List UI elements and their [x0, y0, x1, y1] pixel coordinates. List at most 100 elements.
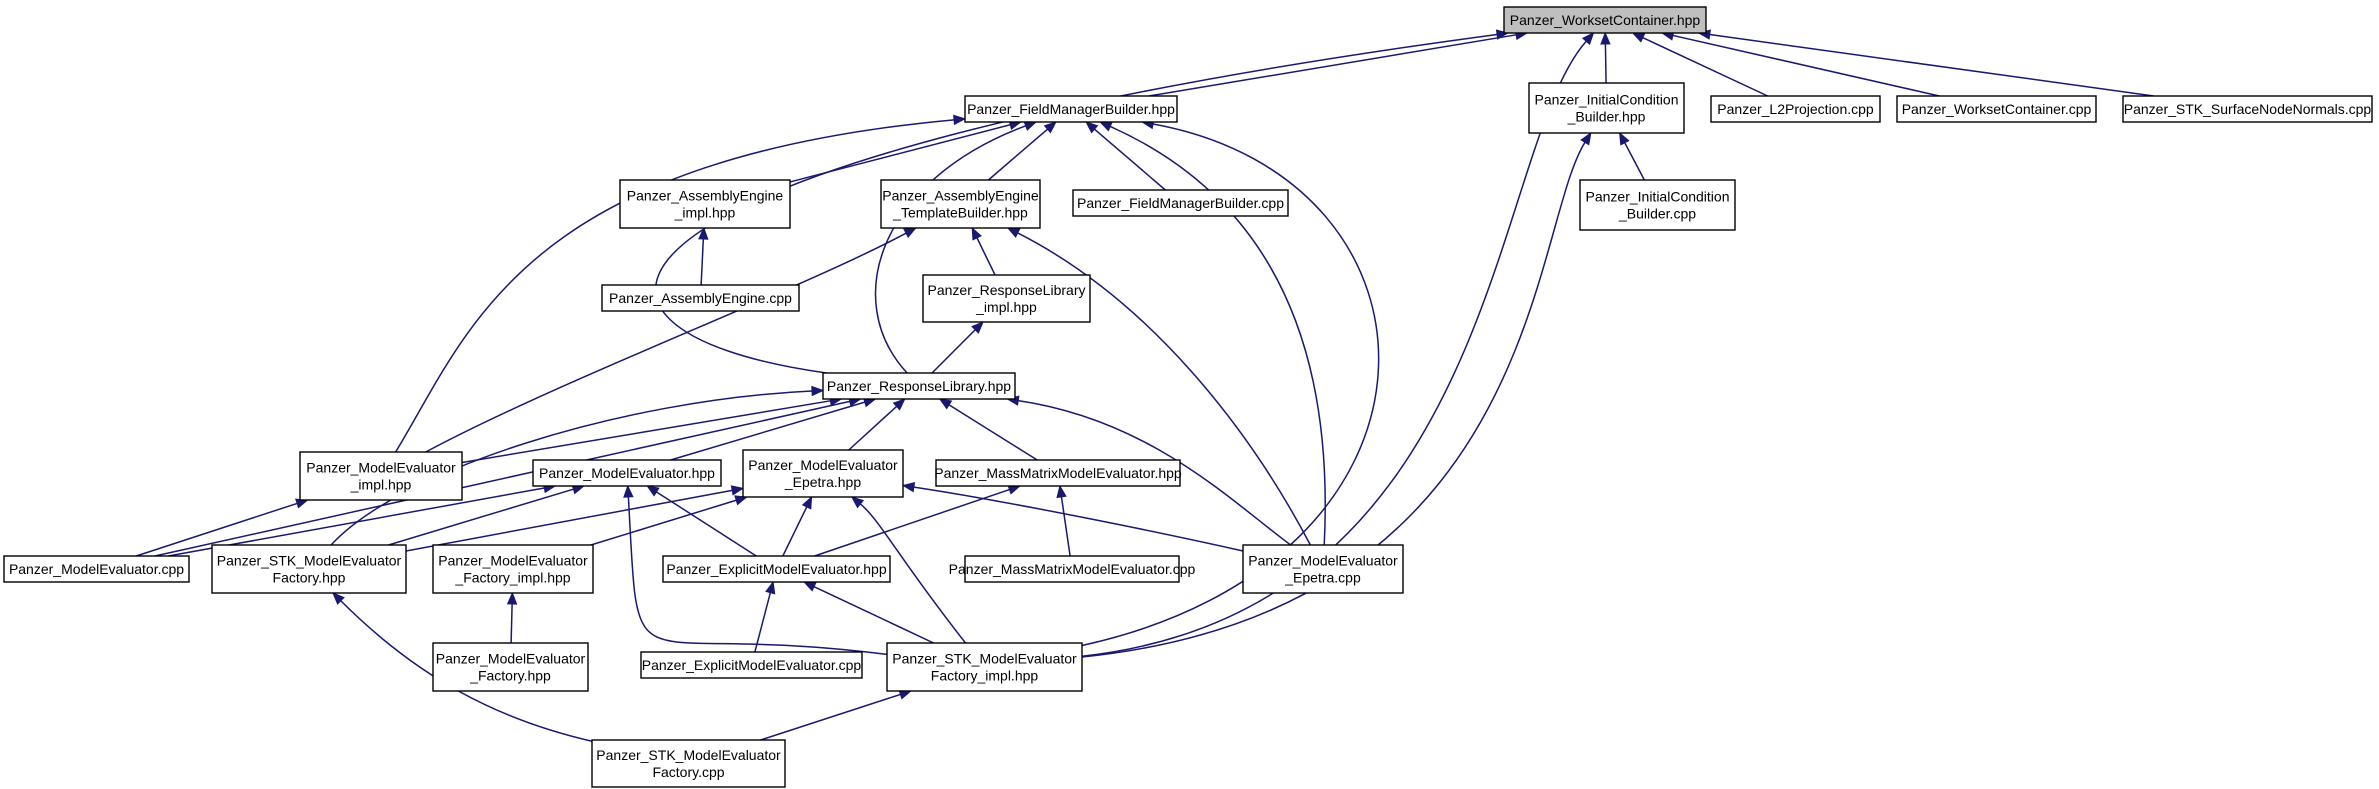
edge-line — [388, 488, 574, 546]
edge-stk_mefi_hpp-to-me_hpp — [623, 484, 888, 656]
node-box — [1503, 6, 1707, 34]
node-me-f-hpp[interactable]: Panzer_ModelEvaluator_Factory.hpp — [432, 642, 589, 692]
node-label: Panzer_ModelEvaluator — [436, 651, 586, 667]
node-rl-hpp[interactable]: Panzer_ResponseLibrary.hpp — [822, 372, 1016, 400]
edge-line — [510, 603, 513, 644]
node-label: Panzer_ModelEvaluator — [1248, 553, 1398, 569]
node-label: Panzer_WorksetContainer.cpp — [1902, 101, 2092, 117]
edge-stk_mefi_hpp-to-me_ep_hpp — [850, 496, 967, 644]
node-ae-cpp[interactable]: Panzer_AssemblyEngine.cpp — [601, 284, 800, 312]
node-wc-cpp[interactable]: Panzer_WorksetContainer.cpp — [1896, 95, 2097, 123]
node-eme-hpp[interactable]: Panzer_ExplicitModelEvaluator.hpp — [662, 555, 891, 583]
node-label: Factory.hpp — [273, 570, 346, 586]
edge-arrowhead — [1098, 121, 1113, 132]
node-box — [922, 274, 1091, 323]
node-box — [432, 544, 594, 594]
node-box — [662, 555, 891, 583]
node-label: Panzer_ResponseLibrary — [928, 282, 1086, 298]
edge-line — [590, 499, 737, 546]
edge-rl_impl_hpp-to-ae_tb_hpp — [971, 226, 996, 276]
edge-arrowhead — [734, 495, 748, 506]
node-l2p-cpp[interactable]: Panzer_L2Projection.cpp — [1710, 95, 1881, 123]
edge-rl_hpp-to-wc_hpp — [654, 29, 1510, 374]
node-label: Panzer_L2Projection.cpp — [1717, 101, 1874, 117]
edge-line — [330, 390, 813, 546]
node-label: _Epetra.hpp — [784, 474, 861, 490]
node-me-fimpl-hpp[interactable]: Panzer_ModelEvaluator_Factory_impl.hpp — [432, 544, 594, 594]
edge-me_ep_hpp-to-rl_hpp — [848, 398, 906, 451]
edge-stk_mef_cpp-to-stk_mef_hpp — [332, 592, 593, 742]
node-label: Panzer_MassMatrixModelEvaluator.hpp — [934, 465, 1182, 481]
node-label: Panzer_ExplicitModelEvaluator.cpp — [642, 657, 862, 673]
edge-stk_snn_cpp-to-wc_hpp — [1697, 29, 2154, 97]
edge-line — [461, 400, 831, 464]
node-box — [591, 739, 786, 788]
edge-line — [700, 238, 705, 286]
node-me-hpp[interactable]: Panzer_ModelEvaluator.hpp — [532, 459, 722, 487]
node-me-cpp[interactable]: Panzer_ModelEvaluator.cpp — [3, 555, 190, 583]
node-wc-hpp[interactable]: Panzer_WorksetContainer.hpp — [1503, 6, 1707, 34]
edge-ae_impl_hpp-to-fmb_hpp — [789, 119, 1023, 183]
edge-line — [987, 128, 1049, 181]
node-label: Panzer_STK_ModelEvaluator — [596, 747, 781, 763]
edge-eme_hpp-to-me_ep_hpp — [782, 495, 813, 557]
edge-stk_mefi_hpp-to-icb_hpp — [1081, 131, 1592, 658]
node-label: Panzer_InitialCondition — [1535, 92, 1679, 108]
edge-ae_cpp-to-ae_impl_hpp — [698, 226, 709, 286]
node-box — [742, 449, 904, 498]
node-label: Panzer_MassMatrixModelEvaluator.cpp — [949, 561, 1196, 577]
node-label: Panzer_ModelEvaluator — [306, 460, 456, 476]
edge-stk_mef_hpp-to-rl_hpp — [330, 385, 825, 546]
edge-arrowhead — [1043, 121, 1057, 134]
edge-me_impl_hpp-to-fmb_hpp — [394, 114, 967, 453]
node-label: _Builder.cpp — [1618, 206, 1696, 222]
node-ae-tb-hpp[interactable]: Panzer_AssemblyEngine_TemplateBuilder.hp… — [880, 179, 1041, 229]
node-rl-impl-hpp[interactable]: Panzer_ResponseLibrary_impl.hpp — [922, 274, 1091, 323]
node-label: Panzer_STK_SurfaceNodeNormals.cpp — [2124, 101, 2372, 117]
edge-line — [859, 503, 967, 644]
node-icb-hpp[interactable]: Panzer_InitialCondition_Builder.hpp — [1528, 82, 1685, 134]
edge-line — [848, 405, 898, 451]
edge-line — [782, 506, 808, 557]
edge-layer — [136, 29, 2154, 742]
node-fmb-cpp[interactable]: Panzer_FieldManagerBuilder.cpp — [1072, 189, 1289, 217]
node-label: Panzer_InitialCondition — [1586, 189, 1730, 205]
edge-ae_tb_hpp-to-fmb_hpp — [987, 121, 1057, 181]
node-label: _TemplateBuilder.hpp — [892, 205, 1028, 221]
node-ae-impl-hpp[interactable]: Panzer_AssemblyEngine_impl.hpp — [619, 179, 791, 229]
node-mmme-hpp[interactable]: Panzer_MassMatrixModelEvaluator.hpp — [934, 459, 1182, 487]
edge-stk_mefi_hpp-to-eme_hpp — [802, 581, 934, 644]
node-me-ep-cpp[interactable]: Panzer_ModelEvaluator_Epetra.cpp — [1242, 544, 1404, 594]
edge-line — [1060, 496, 1071, 557]
edge-line — [136, 502, 298, 557]
node-box — [1528, 82, 1685, 134]
node-box — [640, 651, 863, 679]
edge-arrowhead — [971, 321, 984, 334]
node-label: Panzer_FieldManagerBuilder.hpp — [967, 101, 1175, 117]
node-me-ep-hpp[interactable]: Panzer_ModelEvaluator_Epetra.hpp — [742, 449, 904, 498]
edge-arrowhead — [623, 484, 634, 498]
edge-arrowhead — [953, 114, 967, 126]
edge-line — [654, 33, 1498, 374]
edge-arrowhead — [1495, 29, 1510, 40]
edge-arrowhead — [1631, 32, 1646, 43]
edge-line — [931, 329, 976, 374]
edge-fmb_cpp-to-fmb_hpp — [1085, 121, 1166, 191]
node-me-impl-hpp[interactable]: Panzer_ModelEvaluator_impl.hpp — [299, 451, 463, 501]
edge-arrowhead — [1085, 121, 1099, 134]
node-eme-cpp[interactable]: Panzer_ExplicitModelEvaluator.cpp — [640, 651, 863, 679]
edge-line — [1094, 128, 1166, 191]
node-label: Panzer_ModelEvaluator.hpp — [539, 465, 715, 481]
node-stk-snn-cpp[interactable]: Panzer_STK_SurfaceNodeNormals.cpp — [2122, 95, 2373, 123]
node-label: Panzer_AssemblyEngine — [627, 188, 784, 204]
node-fmb-hpp[interactable]: Panzer_FieldManagerBuilder.hpp — [964, 95, 1178, 123]
node-stk-mefi-hpp[interactable]: Panzer_STK_ModelEvaluatorFactory_impl.hp… — [886, 642, 1083, 692]
node-layer: Panzer_WorksetContainer.hppPanzer_FieldM… — [3, 6, 2373, 788]
node-label: Panzer_WorksetContainer.hpp — [1510, 12, 1701, 28]
edge-arrowhead — [765, 580, 776, 595]
node-mmme-cpp[interactable]: Panzer_MassMatrixModelEvaluator.cpp — [949, 555, 1196, 583]
node-icb-cpp[interactable]: Panzer_InitialCondition_Builder.cpp — [1579, 179, 1736, 231]
node-box — [1579, 179, 1736, 231]
